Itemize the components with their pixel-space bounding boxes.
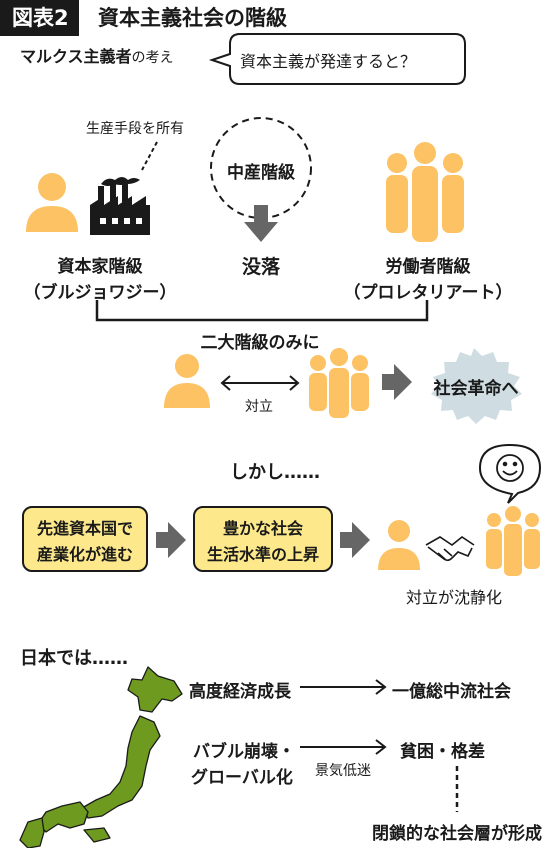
growth-label: 高度経済成長 — [189, 682, 291, 702]
double-arrow-icon — [220, 375, 300, 391]
box1-line1: 先進資本国で — [36, 519, 133, 538]
handshake-icon — [425, 536, 475, 562]
industrialization-box: 先進資本国で 産業化が進む — [22, 506, 148, 572]
box2-line1: 豊かな社会 — [222, 519, 303, 538]
worker-sub-label: （プロレタリアート） — [343, 283, 513, 303]
capitalist-person-icon-2 — [164, 354, 210, 408]
owns-pointer — [141, 141, 158, 171]
marx-label-main: マルクス主義者 — [20, 47, 132, 66]
poverty-label: 貧困・格差 — [400, 742, 485, 762]
middle-class-label: 中産階級 — [227, 163, 295, 183]
arrow-right-1 — [156, 522, 186, 558]
bubble-line2: グローバル化 — [191, 768, 293, 788]
workers-group-icon-2 — [309, 348, 369, 418]
box1-line2: 産業化が進む — [36, 545, 133, 564]
worker-label: 労働者階級 — [385, 257, 471, 277]
revolution-label: 社会革命へ — [433, 379, 519, 399]
box2-line2: 生活水準の上昇 — [206, 545, 319, 564]
fall-label: 没落 — [241, 256, 280, 278]
right-arrow-icon — [382, 364, 412, 400]
bubble-line1: バブル崩壊・ — [193, 742, 295, 762]
factory-icon — [90, 177, 150, 235]
figure-badge: 図表2 — [0, 0, 79, 36]
capitalist-sub-label: （ブルジョワジー） — [23, 283, 177, 303]
arrow-recession — [300, 739, 387, 755]
class-bracket — [95, 300, 429, 322]
calm-person-icon — [378, 520, 420, 570]
arrow-growth — [300, 679, 387, 695]
closed-strata-label: 閉鎖的な社会層が形成 — [372, 824, 542, 844]
workers-group-icon-3 — [486, 506, 540, 576]
calm-label: 対立が沈静化 — [406, 588, 503, 607]
fall-arrow-icon — [244, 205, 278, 242]
two-classes-label: 二大階級のみに — [200, 333, 320, 353]
middle-society-label: 一億総中流社会 — [392, 682, 511, 702]
workers-group-icon — [386, 142, 464, 242]
owns-means-label: 生産手段を所有 — [86, 121, 184, 137]
speech-bubble-text: 資本主義が発達すると？ — [240, 52, 417, 71]
recession-label: 景気低迷 — [315, 763, 371, 779]
marx-label-suffix: の考え — [131, 50, 174, 66]
affluent-society-box: 豊かな社会 生活水準の上昇 — [193, 506, 333, 572]
revolution-burst — [431, 348, 522, 424]
oppose-label: 対立 — [245, 399, 273, 415]
capitalist-person-icon — [26, 173, 78, 232]
japan-label: 日本では…… — [20, 648, 128, 669]
page-title: 資本主義社会の階級 — [98, 6, 287, 30]
capitalist-label: 資本家階級 — [57, 257, 143, 277]
japan-map-icon — [19, 666, 183, 848]
smiley-icon — [496, 454, 524, 482]
marx-label: マルクス主義者の考え — [20, 46, 174, 69]
however-label: しかし…… — [230, 462, 320, 483]
speech-bubble-shape — [208, 33, 466, 85]
arrow-right-2 — [340, 522, 370, 558]
